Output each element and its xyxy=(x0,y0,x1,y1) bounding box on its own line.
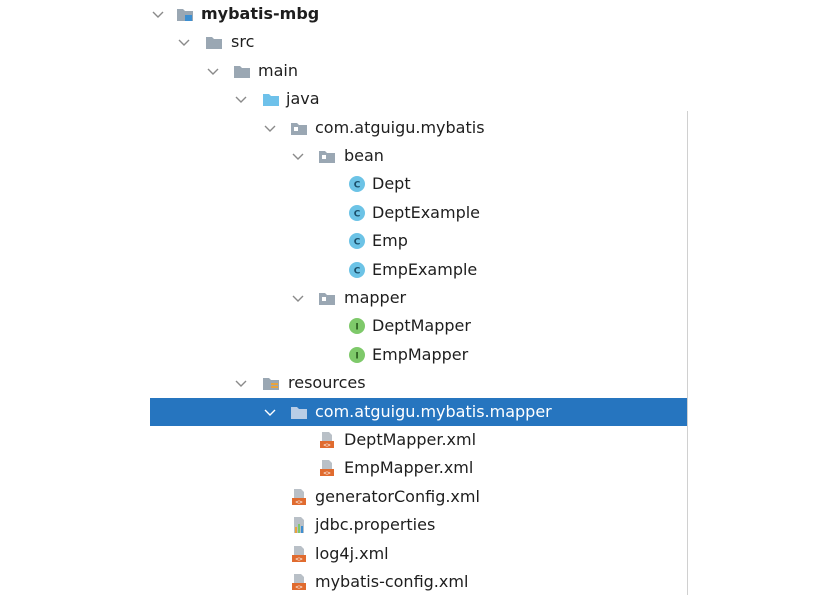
interface-icon: I xyxy=(348,346,366,364)
tree-node-empexample[interactable]: C EmpExample xyxy=(0,256,834,284)
tree-node-main[interactable]: main xyxy=(0,57,834,85)
tree-node-label: Emp xyxy=(372,231,408,250)
folder-icon xyxy=(290,403,308,421)
svg-text:<>: <> xyxy=(323,442,331,449)
svg-text:<>: <> xyxy=(323,470,331,477)
chevron-down-icon[interactable] xyxy=(290,290,306,306)
tree-node-mapper[interactable]: mapper xyxy=(0,284,834,312)
tree-node-label: main xyxy=(258,61,298,80)
tree-node-dept[interactable]: C Dept xyxy=(0,170,834,198)
tree-node-label: src xyxy=(231,32,255,51)
tree-node-label: EmpMapper xyxy=(372,345,469,364)
svg-text:<>: <> xyxy=(295,584,303,591)
tree-node-resources[interactable]: resources xyxy=(0,369,834,397)
tree-node-src[interactable]: src xyxy=(0,28,834,56)
tree-node-jdbc-properties[interactable]: jdbc.properties xyxy=(0,511,834,539)
tree-node-empmapper-xml[interactable]: <> EmpMapper.xml xyxy=(0,454,834,482)
tree-node-label: log4j.xml xyxy=(315,544,389,563)
chevron-down-icon[interactable] xyxy=(150,6,166,22)
chevron-down-icon[interactable] xyxy=(290,148,306,164)
tree-node-label: DeptExample xyxy=(372,203,481,222)
tree-node-deptexample[interactable]: C DeptExample xyxy=(0,199,834,227)
tree-node-label: mybatis-mbg xyxy=(201,4,320,23)
class-icon: C xyxy=(348,204,366,222)
tree-node-com-atguigu-mybatis[interactable]: com.atguigu.mybatis xyxy=(0,114,834,142)
class-icon: C xyxy=(348,232,366,250)
tree-node-label: bean xyxy=(344,146,384,165)
tree-node-label: jdbc.properties xyxy=(315,515,436,534)
tree-node-label: mybatis-config.xml xyxy=(315,572,469,591)
svg-text:<>: <> xyxy=(295,499,303,506)
svg-text:C: C xyxy=(354,181,361,191)
tree-node-label: com.atguigu.mybatis.mapper xyxy=(315,402,552,421)
xml-file-icon: <> xyxy=(290,545,308,563)
chevron-down-icon[interactable] xyxy=(262,404,278,420)
chevron-down-icon[interactable] xyxy=(233,375,249,391)
tree-node-log4j-xml[interactable]: <> log4j.xml xyxy=(0,540,834,568)
xml-file-icon: <> xyxy=(290,573,308,591)
tree-node-mybatis-config-xml[interactable]: <> mybatis-config.xml xyxy=(0,568,834,596)
package-icon xyxy=(290,119,308,137)
xml-file-icon: <> xyxy=(290,488,308,506)
tree-node-label: EmpExample xyxy=(372,260,478,279)
tree-node-label: mapper xyxy=(344,288,407,307)
tree-node-label: resources xyxy=(288,373,366,392)
tree-node-label: Dept xyxy=(372,174,411,193)
svg-text:I: I xyxy=(355,352,358,362)
selected-row-highlight[interactable] xyxy=(150,398,688,426)
source-folder-icon xyxy=(262,90,280,108)
class-icon: C xyxy=(348,175,366,193)
tree-node-com-atguigu-mybatis-mapper[interactable]: com.atguigu.mybatis.mapper xyxy=(0,398,834,426)
chevron-down-icon[interactable] xyxy=(176,34,192,50)
svg-text:<>: <> xyxy=(295,556,303,563)
chevron-down-icon[interactable] xyxy=(205,63,221,79)
folder-icon xyxy=(233,62,251,80)
svg-text:I: I xyxy=(355,323,358,333)
tree-node-deptmapper-xml[interactable]: <> DeptMapper.xml xyxy=(0,426,834,454)
tree-node-java[interactable]: java xyxy=(0,85,834,113)
package-icon xyxy=(318,289,336,307)
panel-divider xyxy=(687,111,688,595)
package-icon xyxy=(318,147,336,165)
tree-node-label: java xyxy=(286,89,320,108)
tree-node-deptmapper[interactable]: I DeptMapper xyxy=(0,312,834,340)
resources-folder-icon xyxy=(262,374,280,392)
tree-node-mybatis-mbg[interactable]: mybatis-mbg xyxy=(0,0,834,28)
xml-file-icon: <> xyxy=(318,459,336,477)
folder-icon xyxy=(205,33,223,51)
properties-file-icon xyxy=(290,516,308,534)
svg-text:C: C xyxy=(354,210,361,220)
tree-node-bean[interactable]: bean xyxy=(0,142,834,170)
svg-text:C: C xyxy=(354,267,361,277)
tree-node-empmapper[interactable]: I EmpMapper xyxy=(0,341,834,369)
tree-node-label: DeptMapper.xml xyxy=(344,430,477,449)
xml-file-icon: <> xyxy=(318,431,336,449)
tree-node-label: com.atguigu.mybatis xyxy=(315,118,485,137)
interface-icon: I xyxy=(348,317,366,335)
svg-text:C: C xyxy=(354,238,361,248)
chevron-down-icon[interactable] xyxy=(233,91,249,107)
tree-node-label: generatorConfig.xml xyxy=(315,487,480,506)
tree-node-label: DeptMapper xyxy=(372,316,471,335)
tree-node-generatorconfig-xml[interactable]: <> generatorConfig.xml xyxy=(0,483,834,511)
tree-node-emp[interactable]: C Emp xyxy=(0,227,834,255)
module-folder-icon xyxy=(176,5,194,23)
chevron-down-icon[interactable] xyxy=(262,120,278,136)
tree-node-label: EmpMapper.xml xyxy=(344,458,474,477)
class-icon: C xyxy=(348,261,366,279)
